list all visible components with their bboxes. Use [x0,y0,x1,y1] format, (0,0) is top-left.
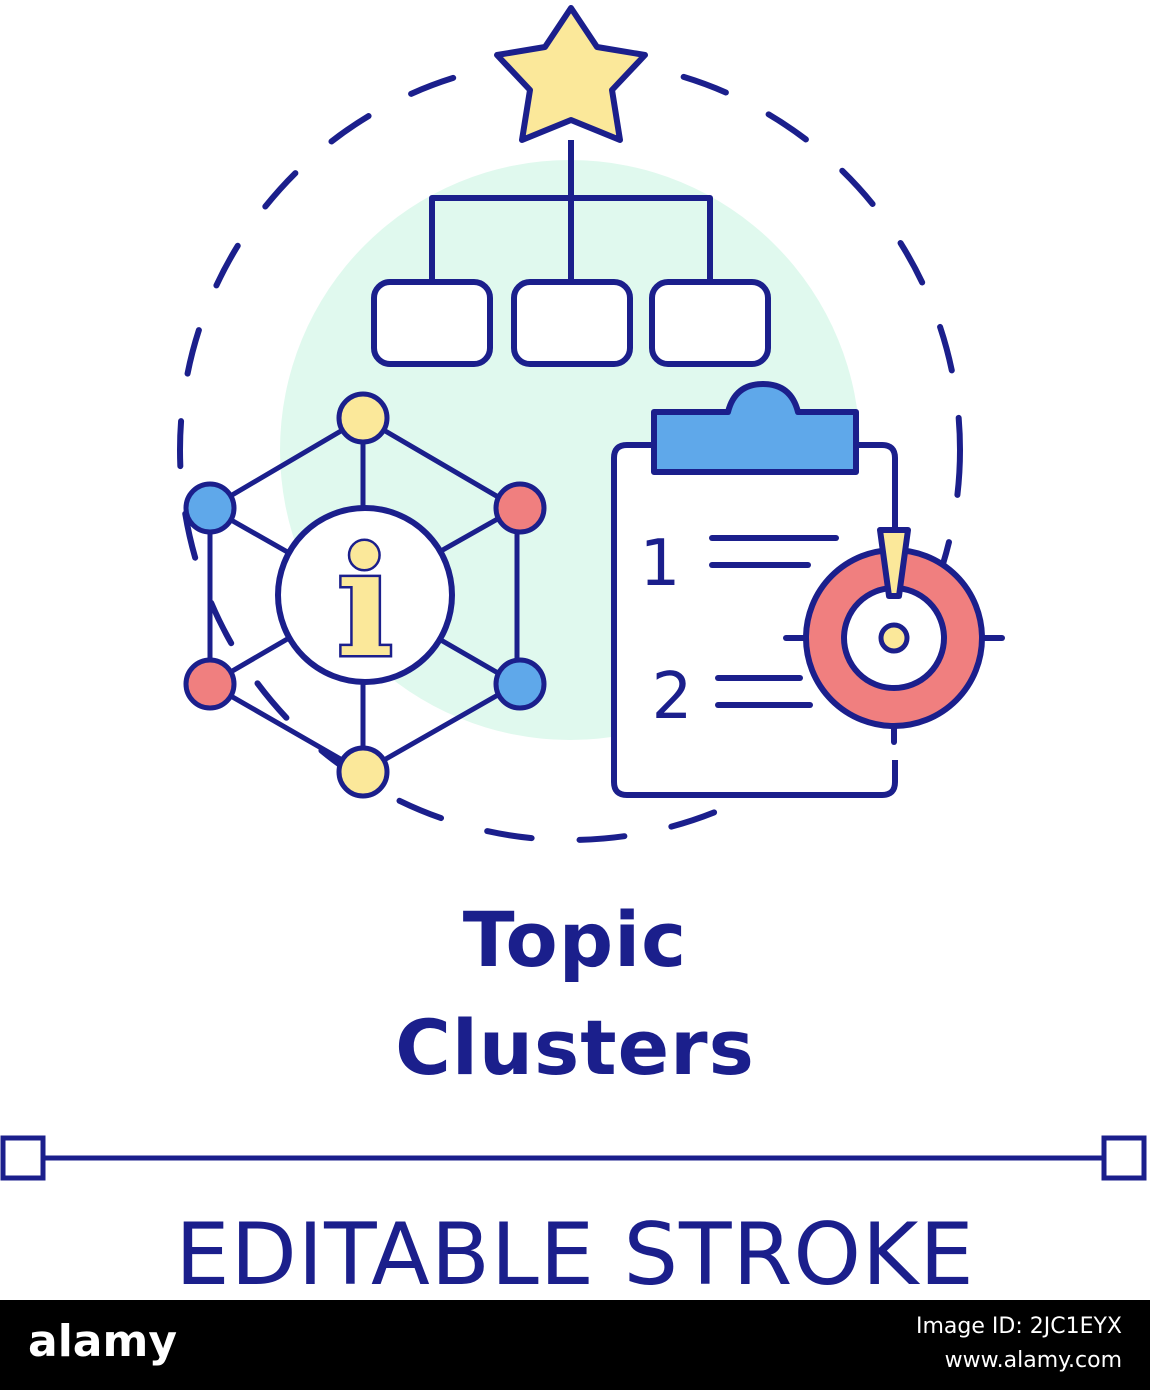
org-chart-branches [429,195,713,282]
footer-logo: alamy [28,1316,177,1367]
target-bullseye [878,622,910,654]
network-node-top [336,391,390,445]
divider-handle-left [0,1135,46,1181]
star-icon [494,5,648,143]
info-hub-circle [275,505,455,685]
clipboard-item-2-number: 2 [652,660,693,734]
info-hub-glyph: i [337,515,394,691]
title-line-2: Clusters [395,1003,755,1092]
network-node-top-left [183,481,237,535]
org-chart-box-middle [511,279,633,367]
divider-handle-right [1101,1135,1147,1181]
editable-stroke-divider [0,1135,1147,1181]
exclamation-bar [877,527,911,599]
info-network-icon: i [183,391,547,799]
title-line-1: Topic [462,895,688,984]
footer-info: Image ID: 2JC1EYX www.alamy.com [916,1310,1122,1378]
editable-stroke-label: EDITABLE STROKE [175,1205,975,1305]
footer-image-id: Image ID: 2JC1EYX [916,1314,1122,1339]
network-node-top-right [493,481,547,535]
clipboard-board [611,442,898,798]
org-chart-box-left [371,279,493,367]
dashed-ring [177,57,963,843]
target-alert-icon [783,527,1005,745]
clipboard-item-1-number: 1 [640,527,681,601]
footer-bar: alamy Image ID: 2JC1EYX www.alamy.com [0,1300,1150,1390]
clipboard-clip [651,381,859,475]
org-chart-box-right [649,279,771,367]
network-node-bottom [336,745,390,799]
footer-site: www.alamy.com [944,1348,1122,1373]
org-chart-icon [371,140,771,367]
topic-clusters-icon: i 1 2 [177,5,1005,843]
network-node-bottom-right [493,657,547,711]
clipboard-list-icon: 1 2 [611,381,898,798]
network-node-bottom-left [183,657,237,711]
